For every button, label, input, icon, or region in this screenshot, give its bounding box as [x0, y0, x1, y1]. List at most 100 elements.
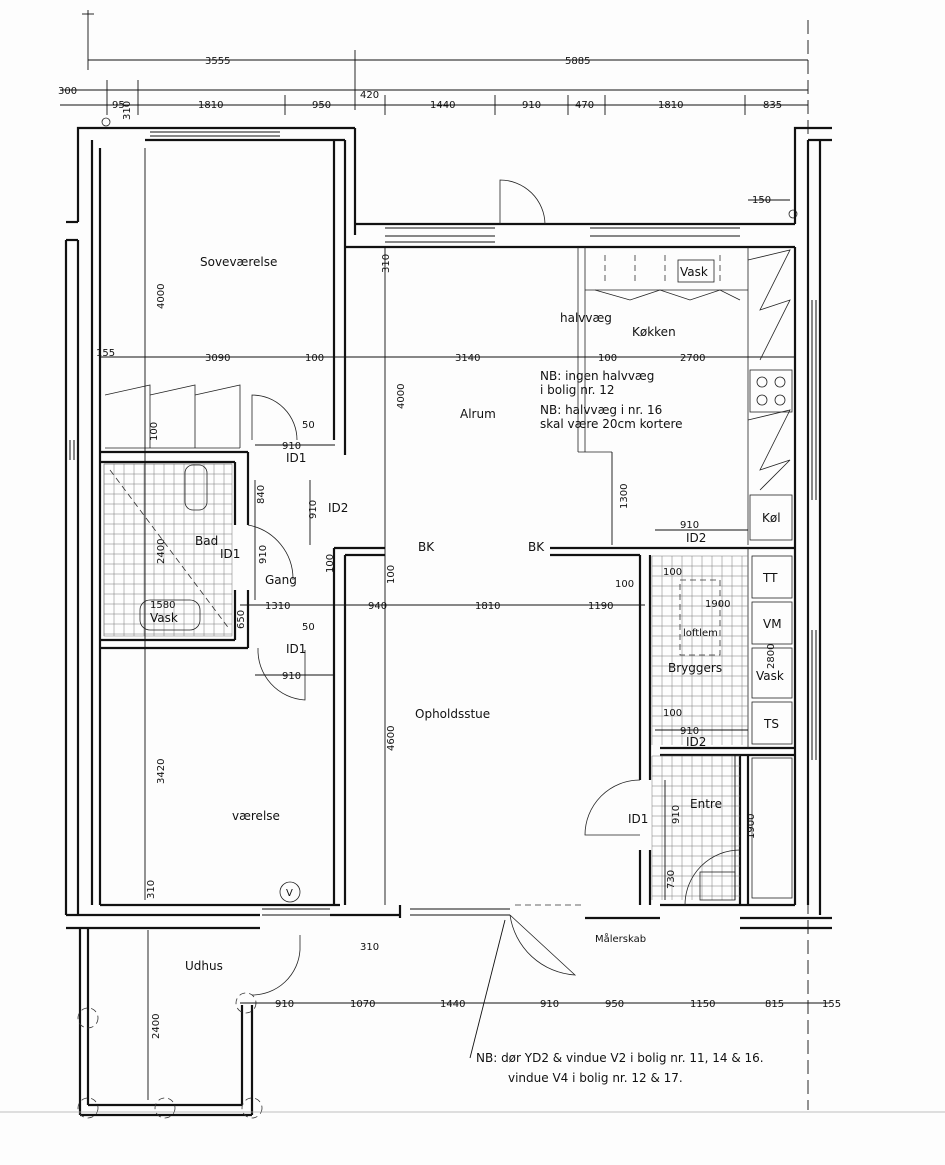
bottom-note-line2: vindue V4 i bolig nr. 12 & 17.	[508, 1071, 683, 1085]
dim-910-low: 910	[282, 671, 301, 682]
internal-dimension-lines	[100, 148, 830, 1100]
washing-machine	[751, 601, 793, 645]
dim-2700: 2700	[680, 353, 705, 364]
dim-top-950: 950	[312, 100, 331, 111]
room-gang: Gang	[265, 573, 297, 587]
bryggers-fixtures	[679, 555, 793, 901]
stove	[749, 369, 793, 413]
windows	[69, 131, 817, 916]
bottom-note-line1: NB: dør YD2 & vindue V2 i bolig nr. 11, …	[476, 1051, 764, 1065]
dim-2400-udhus: 2400	[151, 1014, 162, 1039]
dim-3090: 3090	[205, 353, 230, 364]
dim-1900-entre: 1900	[746, 814, 757, 839]
dim-top-835: 835	[763, 100, 782, 111]
door-id2-bryggers-low: ID2	[686, 735, 706, 749]
door-id1-low: ID1	[286, 642, 306, 656]
dim-2800: 2800	[766, 644, 777, 669]
dim-310-bottom-mid: 310	[360, 942, 379, 953]
room-opholdsstue: Opholdsstue	[415, 707, 490, 721]
bryggers-sink	[751, 647, 793, 699]
kitchen-note2-line2: skal være 20cm kortere	[540, 417, 683, 431]
bathroom-tiles	[103, 463, 232, 636]
loft-hatch	[679, 579, 721, 656]
dim-3420: 3420	[156, 759, 167, 784]
dim-1300: 1300	[619, 484, 630, 509]
dim-650: 650	[236, 610, 247, 629]
kitchen-note1-line2: i bolig nr. 12	[540, 383, 615, 397]
dim-100-bry3: 100	[663, 708, 682, 719]
v-symbol-circle	[279, 881, 301, 903]
room-kokken: Køkken	[632, 325, 676, 339]
loft-hatch-label: loftlem	[683, 628, 718, 639]
vm-label: VM	[763, 617, 782, 631]
dim-4600: 4600	[386, 726, 397, 751]
dim-bottom-950: 950	[605, 999, 624, 1010]
fridge	[749, 494, 793, 541]
dim-100b: 100	[598, 353, 617, 364]
dim-bottom-910a: 910	[275, 999, 294, 1010]
dim-1580: 1580	[150, 600, 175, 611]
label-halvvaeg: halvvæg	[560, 311, 612, 325]
dim-910-bry2: 910	[680, 726, 699, 737]
dim-4000-mid: 4000	[396, 384, 407, 409]
entre-wardrobe	[751, 757, 793, 899]
door-id1-bad: ID1	[220, 547, 240, 561]
room-entre: Entre	[690, 797, 722, 811]
kitchen-note1-line1: NB: ingen halvvæg	[540, 369, 654, 383]
drying-cabinet	[751, 701, 793, 745]
dim-top-910: 910	[522, 100, 541, 111]
tt-label: TT	[762, 571, 778, 585]
dim-910-bry: 910	[680, 520, 699, 531]
dim-top-1810a: 1810	[198, 100, 223, 111]
toilet	[184, 464, 208, 511]
dim-100-gang: 100	[325, 554, 336, 573]
dim-top-3555: 3555	[205, 56, 230, 67]
dim-top-1810b: 1810	[658, 100, 683, 111]
room-alrum: Alrum	[460, 407, 496, 421]
dim-top-95: 95	[112, 100, 125, 111]
bryggers-tiles	[651, 555, 748, 900]
ts-label: TS	[763, 717, 779, 731]
dim-100-mid: 100	[386, 565, 397, 584]
dim-100-bry2: 100	[663, 567, 682, 578]
room-bad: Bad	[195, 534, 218, 548]
dim-100-bry: 100	[615, 579, 634, 590]
dim-1900-bry: 1900	[705, 599, 730, 610]
dim-1190: 1190	[588, 601, 613, 612]
udhus	[77, 928, 263, 1119]
dim-50-low: 50	[302, 622, 315, 633]
dim-940: 940	[368, 601, 387, 612]
dim-310-bottom-left: 310	[146, 880, 157, 899]
dim-910-top: 910	[282, 441, 301, 452]
dim-100-left: 100	[149, 422, 160, 441]
dim-bottom-1070: 1070	[350, 999, 375, 1010]
dim-bottom-1440: 1440	[440, 999, 465, 1010]
dim-910-v: 910	[308, 500, 319, 519]
door-id2-gang: ID2	[328, 501, 348, 515]
dim-50-top: 50	[302, 420, 315, 431]
fridge-label: Køl	[762, 511, 781, 525]
dim-155: 155	[96, 348, 115, 359]
dim-1310: 1310	[265, 601, 290, 612]
top-dimension-lines	[60, 10, 809, 1110]
dim-4000-left: 4000	[156, 284, 167, 309]
kitchen-fixtures	[585, 247, 793, 545]
room-vaerelse: værelse	[232, 809, 280, 823]
kitchen-note2-line1: NB: halvvæg i nr. 16	[540, 403, 662, 417]
dim-top-5885: 5885	[565, 56, 590, 67]
dim-910-entre: 910	[671, 805, 682, 824]
bath-sink-label: Vask	[150, 611, 178, 625]
v-symbol-label: V	[286, 888, 293, 899]
dim-100a: 100	[305, 353, 324, 364]
bk-left-label: BK	[418, 540, 435, 554]
room-sovevaerelse: Soveværelse	[200, 255, 277, 269]
kitchen-sink	[677, 259, 715, 283]
dim-top-420: 420	[360, 90, 379, 101]
bathroom	[103, 384, 241, 637]
bk-right-label: BK	[528, 540, 545, 554]
bryggers-sink-label: Vask	[756, 669, 784, 683]
dim-3140: 3140	[455, 353, 480, 364]
dim-910-v2: 910	[258, 545, 269, 564]
